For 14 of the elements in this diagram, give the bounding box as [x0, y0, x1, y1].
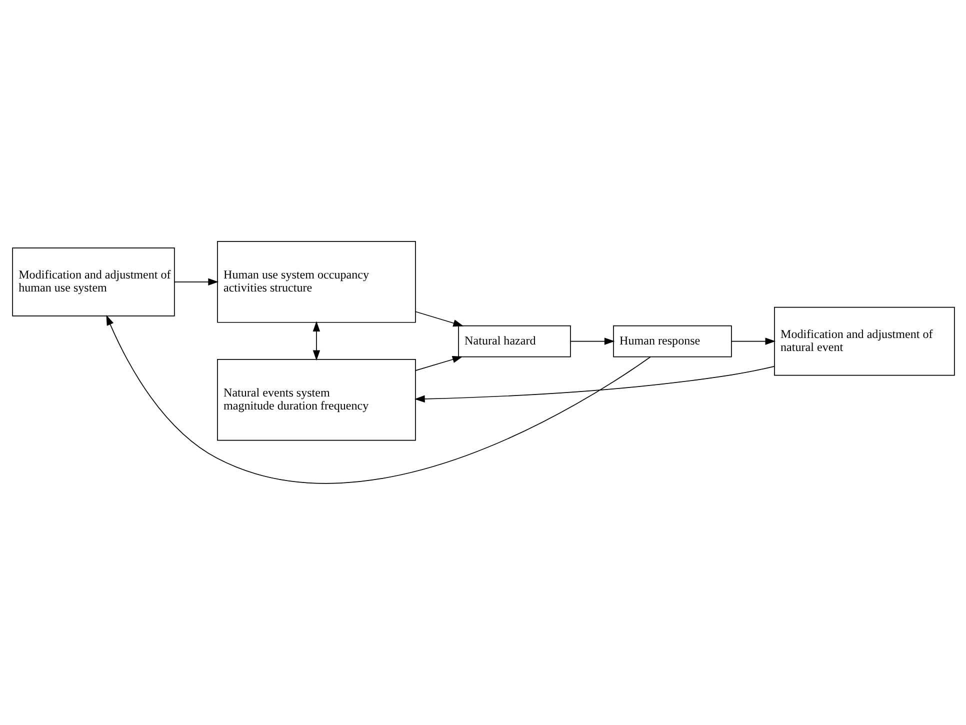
node-box: Natural events system magnitude duration frequency — [216, 358, 416, 441]
arrow — [106, 314, 650, 484]
node-box: Modification and adjustment of human use system — [12, 247, 174, 316]
arrow — [730, 338, 776, 345]
arrow — [570, 338, 614, 345]
arrow — [414, 311, 464, 327]
node-box: Human response — [612, 325, 732, 358]
arrow — [414, 356, 462, 372]
node-box: Natural hazard — [458, 325, 570, 358]
arrow — [414, 366, 774, 403]
node-box: Human use system occupancy activities structure — [216, 241, 416, 323]
arrow — [174, 278, 218, 286]
node-box: Modification and adjustment of natural event — [774, 306, 954, 376]
arrow — [312, 321, 320, 361]
